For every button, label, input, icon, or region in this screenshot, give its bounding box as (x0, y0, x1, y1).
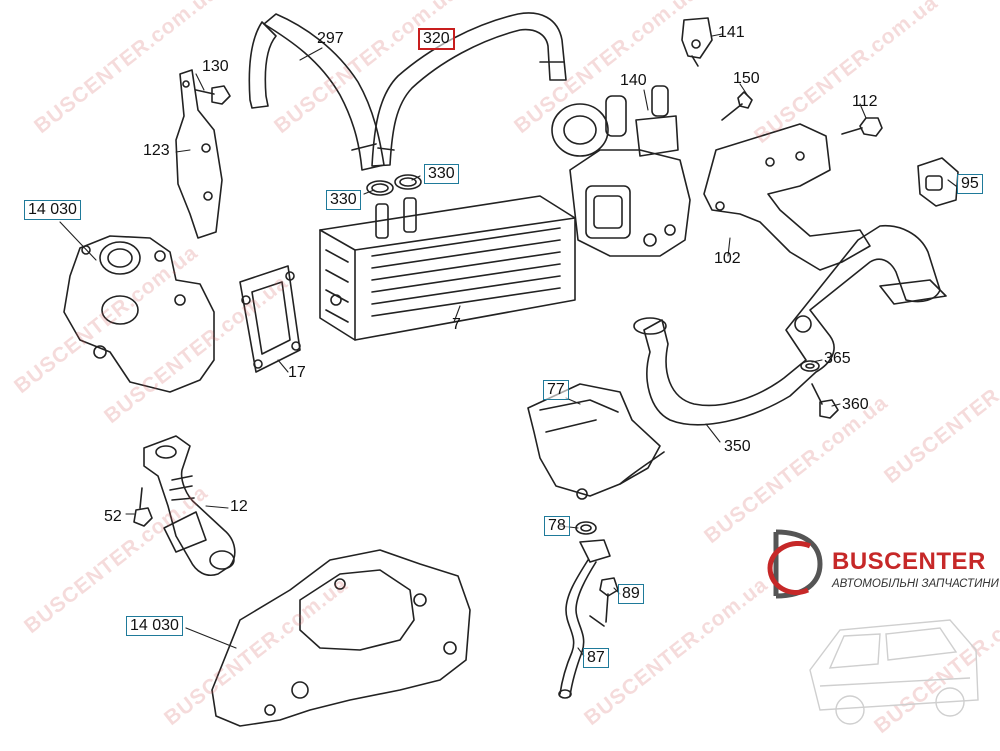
callout-87[interactable]: 87 (583, 648, 609, 668)
manifold-14030-upper[interactable] (63, 235, 215, 393)
bolt-150[interactable] (721, 91, 753, 121)
sensor-141[interactable] (681, 17, 713, 67)
callout-78[interactable]: 78 (544, 516, 570, 536)
buscenter-logo (767, 529, 823, 599)
bolt-89[interactable] (599, 577, 619, 623)
manifold-14030-lower[interactable] (211, 549, 471, 727)
callout-330-right[interactable]: 330 (424, 164, 459, 184)
callout-350[interactable]: 350 (724, 438, 751, 455)
callout-95[interactable]: 95 (957, 174, 983, 194)
callout-14030-upper[interactable]: 14 030 (24, 200, 81, 220)
callout-14030-lower[interactable]: 14 030 (126, 616, 183, 636)
bolt-52[interactable] (133, 487, 153, 527)
callout-112[interactable]: 112 (852, 93, 878, 110)
callout-141[interactable]: 141 (718, 24, 745, 41)
pipe-12[interactable] (143, 435, 236, 576)
bolt-360[interactable] (811, 383, 839, 419)
callout-360[interactable]: 360 (842, 396, 869, 413)
callout-320-highlighted[interactable]: 320 (418, 28, 455, 50)
bracket-123[interactable] (175, 69, 223, 239)
callout-12[interactable]: 12 (230, 498, 248, 515)
bolt-112[interactable] (841, 117, 883, 137)
clamp-330-left[interactable] (366, 180, 394, 196)
callout-102[interactable]: 102 (714, 250, 741, 267)
bracket-102[interactable] (703, 123, 871, 271)
pipe-350[interactable] (633, 225, 947, 426)
logo-subtitle: АВТОМОБІЛЬНІ ЗАПЧАСТИНИ (832, 578, 999, 590)
callout-150[interactable]: 150 (733, 70, 760, 87)
callout-89[interactable]: 89 (618, 584, 644, 604)
egr-valve-140[interactable] (551, 85, 691, 257)
callout-130[interactable]: 130 (202, 58, 229, 75)
drain-pipe-87[interactable] (558, 539, 611, 699)
bushing-95[interactable] (917, 157, 959, 207)
callout-7[interactable]: 7 (452, 316, 461, 333)
callout-330-left[interactable]: 330 (326, 190, 361, 210)
callout-297[interactable]: 297 (317, 30, 344, 47)
logo-brand-name: BUSCENTER (832, 548, 986, 575)
clamp-330-right[interactable] (394, 174, 422, 190)
washer-365[interactable] (800, 360, 820, 372)
callout-123[interactable]: 123 (143, 142, 170, 159)
hose-320[interactable] (371, 12, 567, 167)
washer-78[interactable] (575, 521, 597, 535)
callout-17[interactable]: 17 (288, 364, 306, 381)
gasket-17[interactable] (239, 265, 301, 373)
heat-shield-77[interactable] (527, 383, 665, 500)
callout-52[interactable]: 52 (104, 508, 122, 525)
van-illustration (809, 619, 979, 725)
callout-365[interactable]: 365 (824, 350, 851, 367)
egr-cooler-7[interactable] (319, 195, 576, 341)
callout-77[interactable]: 77 (543, 380, 569, 400)
callout-140[interactable]: 140 (620, 72, 647, 89)
bolt-130[interactable] (195, 85, 231, 105)
